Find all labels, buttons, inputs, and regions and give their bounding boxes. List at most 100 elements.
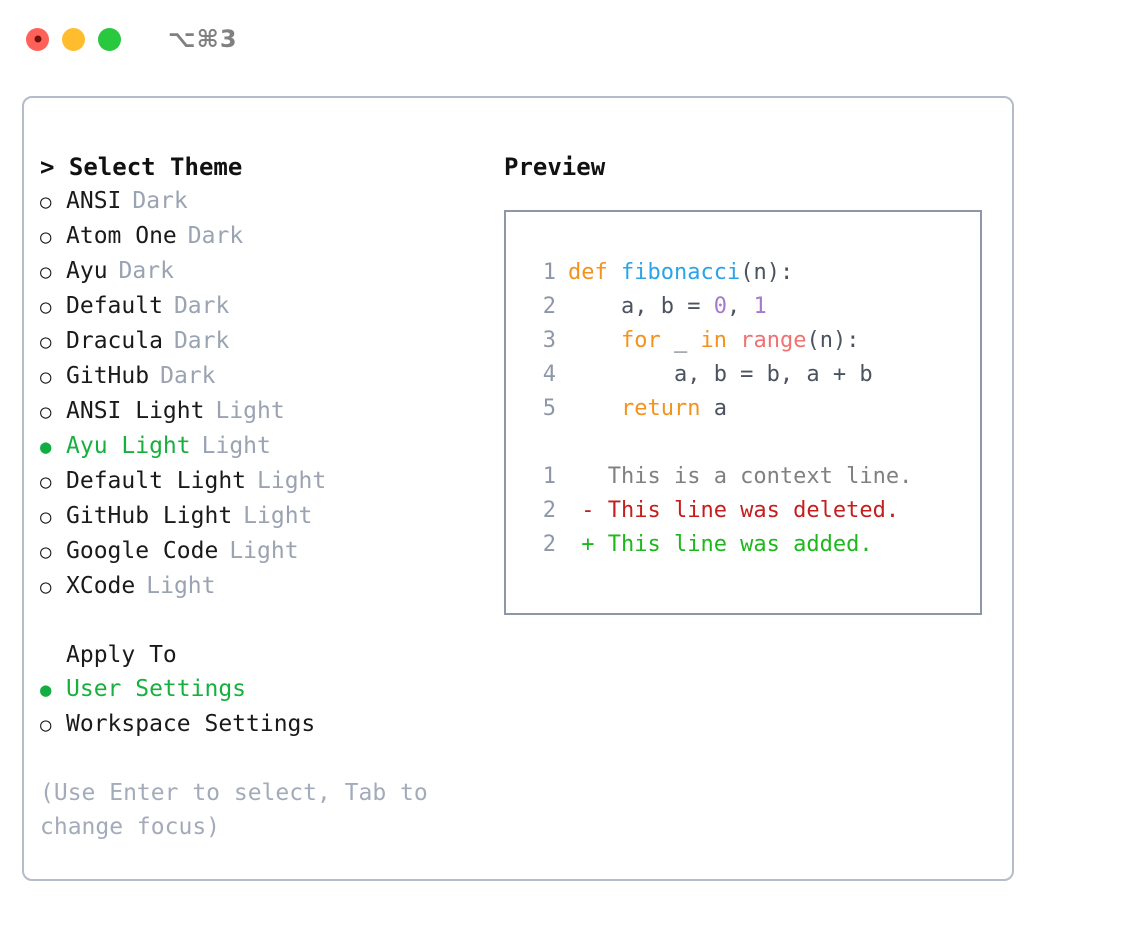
radio-unselected-icon[interactable]: ○ bbox=[40, 471, 52, 493]
code-line: 2 a, b = 0, 1 bbox=[524, 290, 980, 324]
radio-unselected-icon[interactable]: ○ bbox=[40, 261, 52, 283]
preview-title: Preview bbox=[504, 153, 606, 181]
theme-option-label: Atom One bbox=[66, 223, 177, 249]
theme-option-label: Ayu bbox=[66, 258, 108, 284]
theme-option-default-light[interactable]: ○ Default Light Light bbox=[40, 464, 494, 499]
code-token-pl: _ bbox=[660, 328, 701, 353]
theme-option-category: Light bbox=[215, 398, 285, 424]
diff-line-text: This is a context line. bbox=[568, 464, 913, 489]
window-controls bbox=[26, 27, 121, 51]
code-line-text: for _ in range(n): bbox=[556, 324, 859, 358]
maximize-window-button[interactable] bbox=[98, 27, 121, 51]
theme-option-dracula[interactable]: ○ Dracula Dark bbox=[40, 324, 494, 359]
diff-line-number: 1 bbox=[542, 464, 556, 489]
code-token-pl: a, b = b, a + b bbox=[568, 362, 873, 387]
theme-option-category: Dark bbox=[160, 363, 216, 389]
code-token-pl bbox=[568, 396, 621, 421]
code-line-text: a, b = b, a + b bbox=[556, 358, 873, 392]
radio-unselected-icon[interactable]: ○ bbox=[40, 714, 52, 736]
theme-option-category: Dark bbox=[187, 223, 244, 249]
radio-unselected-icon[interactable]: ○ bbox=[40, 506, 52, 528]
code-line-number: 2 bbox=[542, 294, 556, 319]
theme-option-category: Light bbox=[146, 573, 216, 599]
theme-option-label: GitHub bbox=[66, 363, 150, 389]
theme-option-label: Default bbox=[66, 293, 163, 319]
code-line-text: a, b = 0, 1 bbox=[556, 290, 767, 324]
diff-line-ctx: 1 This is a context line. bbox=[524, 460, 980, 494]
theme-option-atom-one[interactable]: ○ Atom One Dark bbox=[40, 219, 494, 254]
radio-unselected-icon[interactable]: ○ bbox=[40, 576, 52, 598]
theme-option-category: Light bbox=[257, 468, 327, 494]
code-token-kw: for bbox=[620, 328, 661, 353]
theme-option-category: Light bbox=[201, 433, 271, 459]
theme-option-label: ANSI bbox=[66, 188, 122, 214]
radio-unselected-icon[interactable]: ○ bbox=[40, 541, 52, 563]
radio-selected-icon[interactable]: ● bbox=[40, 679, 52, 701]
code-line-number: 4 bbox=[542, 362, 556, 387]
theme-option-category: Light bbox=[243, 503, 313, 529]
code-token-pl: , bbox=[726, 294, 754, 319]
code-token-num: 1 bbox=[753, 294, 767, 319]
radio-selected-icon[interactable]: ● bbox=[40, 436, 52, 458]
code-diff-spacer bbox=[524, 426, 980, 460]
close-window-button[interactable] bbox=[26, 27, 49, 51]
apply-to-option-label: User Settings bbox=[66, 676, 247, 702]
title-bar: ⌥⌘3 bbox=[0, 0, 1140, 78]
theme-option-ansi[interactable]: ○ ANSI Dark bbox=[40, 184, 494, 219]
theme-option-label: Default Light bbox=[66, 468, 247, 494]
keyboard-hint-text: (Use Enter to select, Tab to change focu… bbox=[40, 780, 442, 840]
theme-option-category: Dark bbox=[173, 328, 230, 354]
code-line-text: def fibonacci(n): bbox=[556, 256, 793, 290]
diff-line-number: 2 bbox=[542, 498, 556, 523]
theme-option-category: Dark bbox=[173, 293, 230, 319]
theme-option-category: Dark bbox=[118, 258, 174, 284]
code-token-kw: return bbox=[620, 396, 701, 421]
code-line: 4 a, b = b, a + b bbox=[524, 358, 980, 392]
radio-unselected-icon[interactable]: ○ bbox=[40, 191, 52, 213]
diff-line-text: - This line was deleted. bbox=[568, 498, 900, 523]
theme-option-category: Dark bbox=[132, 188, 188, 214]
code-line-number: 3 bbox=[542, 328, 556, 353]
minimize-window-button[interactable] bbox=[62, 27, 85, 51]
apply-to-header: Apply To bbox=[66, 642, 177, 668]
theme-option-label: Google Code bbox=[66, 538, 219, 564]
apply-to-option-list: ● User Settings ○Workspace Settings bbox=[40, 672, 494, 742]
theme-option-google-code[interactable]: ○ Google Code Light bbox=[40, 534, 494, 569]
code-line-text: return a bbox=[556, 392, 727, 426]
diff-line-number: 2 bbox=[542, 532, 556, 557]
code-line: 3 for _ in range(n): bbox=[524, 324, 980, 358]
theme-option-ayu[interactable]: ○ Ayu Dark bbox=[40, 254, 494, 289]
radio-unselected-icon[interactable]: ○ bbox=[40, 331, 52, 353]
code-token-bi: range bbox=[740, 328, 807, 353]
code-token-kw: in bbox=[700, 328, 727, 353]
apply-to-option-user-settings[interactable]: ● User Settings bbox=[40, 672, 494, 707]
code-token-pl bbox=[727, 328, 740, 353]
theme-option-default[interactable]: ○ Default Dark bbox=[40, 289, 494, 324]
code-line-number: 5 bbox=[542, 396, 556, 421]
diff-line-del: 2 - This line was deleted. bbox=[524, 494, 980, 528]
code-token-pl: (n): bbox=[740, 260, 794, 285]
radio-unselected-icon[interactable]: ○ bbox=[40, 226, 52, 248]
radio-unselected-icon[interactable]: ○ bbox=[40, 401, 52, 423]
section-spacer bbox=[40, 604, 494, 638]
window-title: ⌥⌘3 bbox=[168, 25, 238, 53]
diff-line-text: + This line was added. bbox=[568, 532, 873, 557]
theme-option-category: Light bbox=[229, 538, 299, 564]
code-token-num: 0 bbox=[713, 294, 727, 319]
radio-unselected-icon[interactable]: ○ bbox=[40, 366, 52, 388]
theme-option-github[interactable]: ○ GitHub Dark bbox=[40, 359, 494, 394]
code-line: 5 return a bbox=[524, 392, 980, 426]
radio-unselected-icon[interactable]: ○ bbox=[40, 296, 52, 318]
theme-option-label: Dracula bbox=[66, 328, 163, 354]
apply-to-option-workspace-settings[interactable]: ○Workspace Settings bbox=[40, 707, 494, 742]
code-token-pl: a, b = bbox=[568, 294, 714, 319]
